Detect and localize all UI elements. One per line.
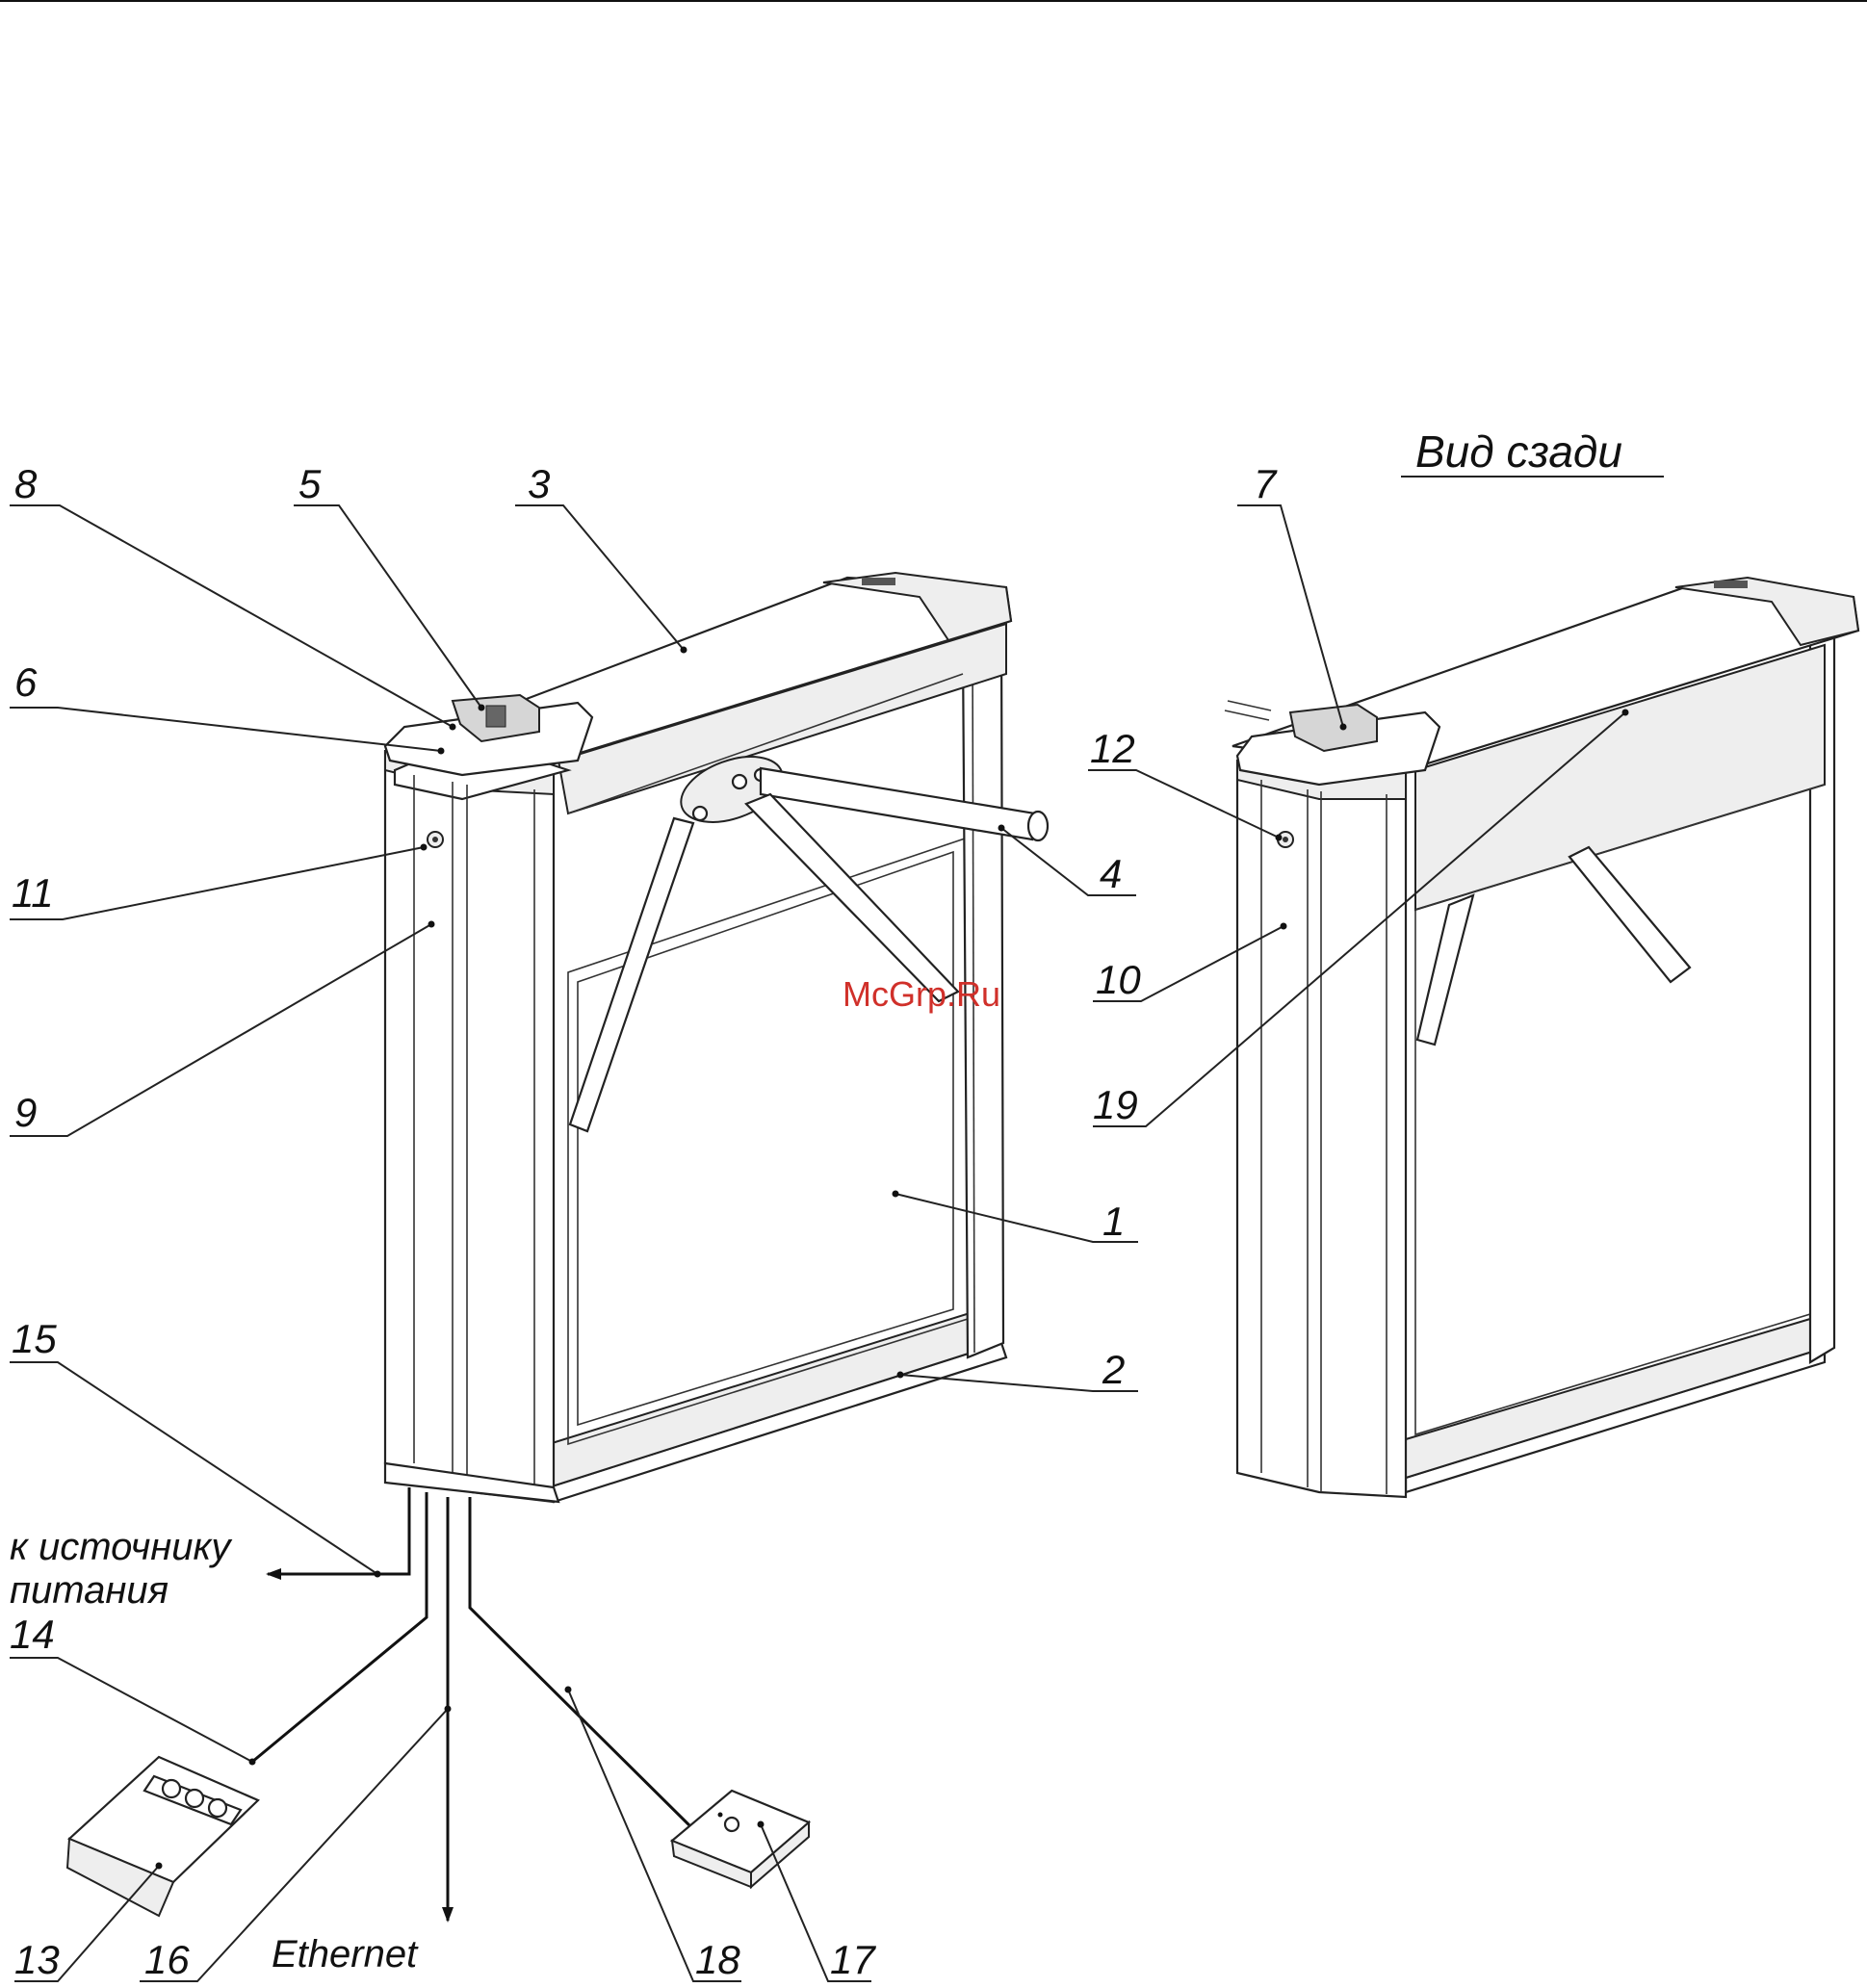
front-turnstile: [385, 573, 1048, 1502]
callout-19: 19: [1093, 1082, 1138, 1127]
remote-device-17: [672, 1791, 809, 1887]
ethernet-label: Ethernet: [272, 1933, 419, 1975]
watermark: McGrp.Ru: [843, 974, 1000, 1014]
callout-18: 18: [695, 1937, 740, 1982]
callout-15: 15: [12, 1316, 57, 1361]
callout-4: 4: [1100, 851, 1122, 896]
callout-1: 1: [1102, 1199, 1125, 1244]
callout-9: 9: [14, 1090, 37, 1135]
remote-panel-13: [67, 1757, 258, 1916]
callout-11: 11: [12, 870, 54, 916]
callout-7: 7: [1254, 461, 1278, 506]
callout-12: 12: [1090, 726, 1135, 771]
callout-8: 8: [14, 461, 38, 506]
callout-3: 3: [528, 461, 550, 506]
power-label-line2: питания: [10, 1569, 169, 1612]
callout-6: 6: [14, 659, 38, 705]
callout-16: 16: [144, 1937, 190, 1982]
power-label-line1: к источнику: [10, 1526, 233, 1568]
callout-14: 14: [10, 1612, 55, 1657]
view-title: Вид сзади: [1415, 426, 1622, 477]
callout-13: 13: [14, 1937, 60, 1982]
cables: [252, 1487, 698, 1921]
callout-2: 2: [1102, 1347, 1125, 1392]
callout-10: 10: [1096, 957, 1141, 1002]
callout-17: 17: [830, 1937, 876, 1982]
callout-5: 5: [298, 461, 322, 506]
rear-turnstile: [1225, 578, 1858, 1497]
